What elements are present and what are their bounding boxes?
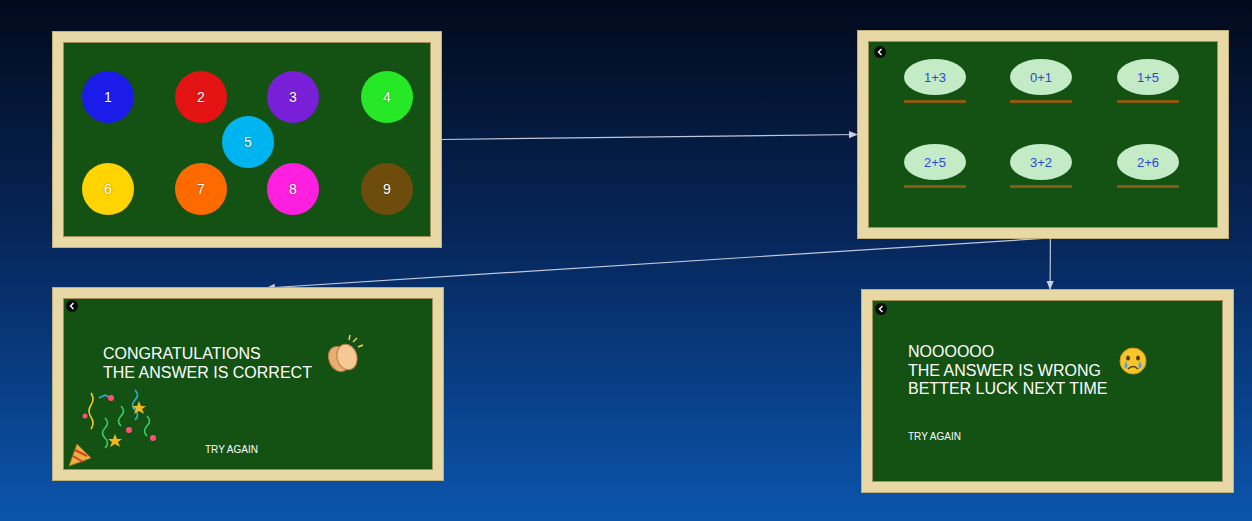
- shape-fill: [361, 71, 413, 123]
- confetti: [69, 390, 156, 466]
- circle-number: 9: [383, 181, 391, 197]
- confetti-dot: [126, 427, 132, 433]
- number-circle: 9: [361, 163, 413, 215]
- streamer: [145, 416, 150, 436]
- confetti-dot: [108, 395, 114, 401]
- sum-bubble: 2+6: [1117, 144, 1179, 180]
- confetti-dot: [83, 414, 88, 419]
- confetti-star: [108, 434, 122, 447]
- answer-underline: [1010, 100, 1072, 103]
- sum-bubble: 1+3: [904, 59, 966, 95]
- sum-bubble: 3+2: [1010, 144, 1072, 180]
- result-message: THE ANSWER IS CORRECT: [103, 364, 312, 382]
- number-circle: 7: [175, 163, 227, 215]
- popper-stripe: [73, 450, 87, 462]
- streamer: [119, 406, 124, 426]
- back-button: [874, 46, 886, 58]
- try-again-button: TRY AGAIN: [908, 428, 961, 446]
- flow-arrow: [441, 135, 858, 140]
- shape-fill: [175, 71, 227, 123]
- answer-underline: [1117, 100, 1179, 103]
- back-chevron: [879, 49, 882, 55]
- answer-underline: [1117, 185, 1179, 188]
- shape-fill: [1117, 144, 1179, 180]
- shape-fill: [361, 163, 413, 215]
- streamer: [133, 390, 138, 420]
- number-board: 1 2 3 4 5 6 7 8 9: [53, 32, 441, 247]
- sum-bubble: 2+5: [904, 144, 966, 180]
- crying-face-emoji: [1120, 348, 1146, 374]
- hand-shape: [334, 342, 360, 372]
- number-circle: 3: [267, 71, 319, 123]
- shape-fill: [1010, 59, 1072, 95]
- number-circle: 5: [222, 116, 274, 168]
- circle-number: 8: [289, 181, 297, 197]
- number-circle: 6: [82, 163, 134, 215]
- number-circle: 4: [361, 71, 413, 123]
- circle-number: 3: [289, 89, 297, 105]
- face: [1120, 348, 1146, 374]
- number-circle: 1: [82, 71, 134, 123]
- shape-fill: [222, 116, 274, 168]
- number-circle: 2: [175, 71, 227, 123]
- answer-underline: [1010, 185, 1072, 188]
- shape-fill: [904, 144, 966, 180]
- back-chevron: [880, 306, 883, 312]
- quiz-board: 1+3 0+1 1+5 2+5 3+2 2+6: [858, 31, 1228, 238]
- sum-text: 0+1: [1030, 70, 1052, 85]
- back-button: [66, 300, 78, 312]
- popper-cone: [69, 444, 91, 466]
- circle-number: 4: [383, 89, 391, 105]
- streamer: [103, 418, 108, 448]
- sum-text: 2+6: [1137, 155, 1159, 170]
- sum-text: 1+5: [1137, 70, 1159, 85]
- party-popper: [69, 444, 91, 466]
- eye: [1126, 356, 1130, 361]
- tear: [1139, 361, 1142, 369]
- shape-fill: [1010, 144, 1072, 180]
- circle-number: 2: [197, 89, 205, 105]
- circle-number: 5: [244, 134, 252, 150]
- number-circle: 8: [267, 163, 319, 215]
- sum-text: 2+5: [924, 155, 946, 170]
- shape-fill: [267, 163, 319, 215]
- circle-number: 1: [104, 89, 112, 105]
- shape-fill: [82, 163, 134, 215]
- result-message: THE ANSWER IS WRONG BETTER LUCK NEXT TIM…: [908, 362, 1138, 398]
- streamer: [89, 393, 93, 429]
- back-button: [875, 303, 887, 315]
- circle-number: 6: [104, 181, 112, 197]
- wrong-board: NOOOOOOTHE ANSWER IS WRONG BETTER LUCK N…: [862, 290, 1233, 492]
- clap-spark: [349, 335, 363, 347]
- mouth: [1128, 367, 1138, 370]
- answer-underline: [904, 185, 966, 188]
- shape-fill: [1117, 59, 1179, 95]
- result-heading: NOOOOOO: [908, 343, 994, 361]
- shape-fill: [82, 71, 134, 123]
- confetti-dot: [150, 435, 156, 441]
- answer-underline: [904, 100, 966, 103]
- flow-arrow: [1049, 238, 1051, 290]
- back-chevron: [71, 303, 74, 309]
- tear: [1125, 361, 1128, 369]
- correct-board: CONGRATULATIONSTHE ANSWER IS CORRECT TRY …: [53, 288, 443, 480]
- shape-fill: [175, 163, 227, 215]
- result-heading: CONGRATULATIONS: [103, 345, 261, 363]
- sum-text: 3+2: [1030, 155, 1052, 170]
- sum-text: 1+3: [924, 70, 946, 85]
- shape-fill: [267, 71, 319, 123]
- sum-bubble: 0+1: [1010, 59, 1072, 95]
- confetti-star: [132, 401, 146, 414]
- clapping-hands-emoji: [324, 335, 363, 375]
- eye: [1136, 356, 1140, 361]
- sum-bubble: 1+5: [1117, 59, 1179, 95]
- try-again-button: TRY AGAIN: [205, 441, 258, 459]
- shape-fill: [904, 59, 966, 95]
- circle-number: 7: [197, 181, 205, 197]
